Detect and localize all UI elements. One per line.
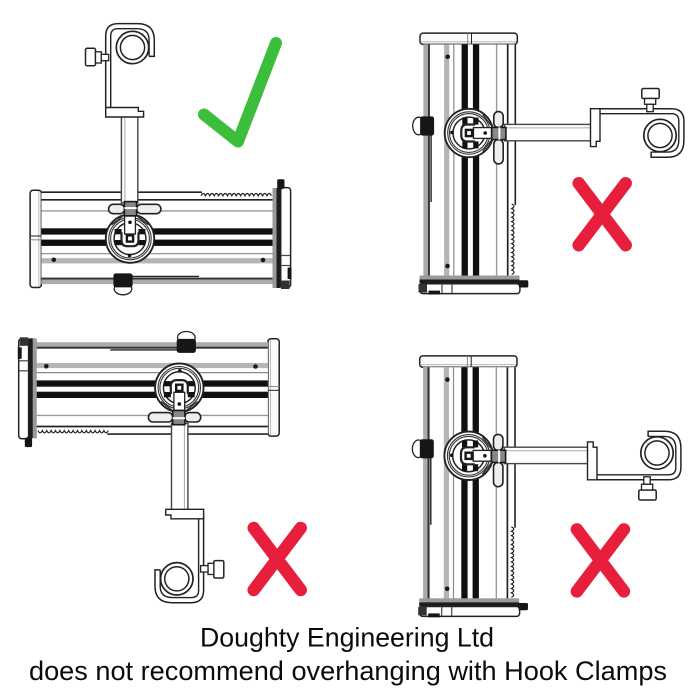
svg-text:Doughty Engineering Ltd: Doughty Engineering Ltd	[200, 622, 494, 652]
svg-text:does not recommend overhanging: does not recommend overhanging with Hook…	[29, 656, 667, 686]
